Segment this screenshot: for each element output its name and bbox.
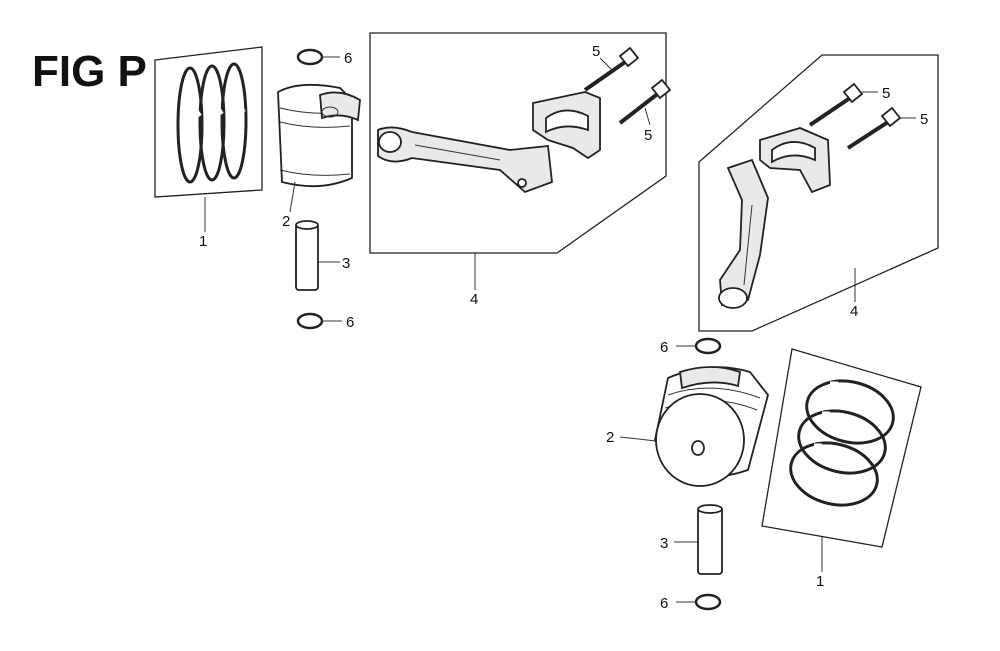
callout-rod-assembly-left: 4 — [470, 291, 478, 308]
callout-piston-pin-left: 3 — [342, 255, 350, 272]
leader-line — [599, 57, 613, 71]
piston-right — [654, 366, 769, 487]
callout-rod-assembly-right: 4 — [850, 303, 858, 320]
piston-pin-left — [295, 220, 319, 291]
circlip-left-top — [296, 48, 324, 66]
callout-ring-set-right: 1 — [816, 573, 824, 590]
leader-line — [644, 107, 651, 126]
callout-bolt-right-2: 5 — [920, 111, 928, 128]
connecting-rod-bolt-left-2 — [618, 78, 672, 125]
connecting-rod-bolt-right-1 — [808, 82, 864, 127]
callout-bolt-right-1: 5 — [882, 85, 890, 102]
callout-circlip-right-top: 6 — [660, 339, 668, 356]
connecting-rod-frame-left — [369, 32, 667, 254]
callout-circlip-left-bottom: 6 — [346, 314, 354, 331]
connecting-rod-bolt-left-1 — [583, 46, 640, 92]
piston-ring-set-left — [154, 46, 263, 198]
callout-circlip-right-bottom: 6 — [660, 595, 668, 612]
leader-line — [619, 436, 657, 442]
callout-bolt-left-2: 5 — [644, 127, 652, 144]
callout-piston-left: 2 — [282, 213, 290, 230]
connecting-rod-bolt-right-2 — [846, 106, 902, 150]
figure-title: FIG P — [32, 47, 147, 96]
circlip-left-bottom — [296, 312, 324, 330]
leader-line — [289, 181, 296, 213]
connecting-rod-right — [718, 127, 831, 309]
circlip-right-bottom — [694, 593, 722, 611]
callout-piston-pin-right: 3 — [660, 535, 668, 552]
connecting-rod-frame-right — [698, 54, 939, 332]
callout-ring-set-left: 1 — [199, 233, 207, 250]
piston-pin-right — [697, 504, 723, 575]
callout-circlip-left-top: 6 — [344, 50, 352, 67]
piston-ring-set-right — [761, 348, 922, 548]
piston-left — [277, 83, 361, 188]
callout-piston-right: 2 — [606, 429, 614, 446]
circlip-right-top — [694, 337, 722, 355]
callout-bolt-left-1: 5 — [592, 43, 600, 60]
connecting-rod-left — [377, 91, 601, 194]
